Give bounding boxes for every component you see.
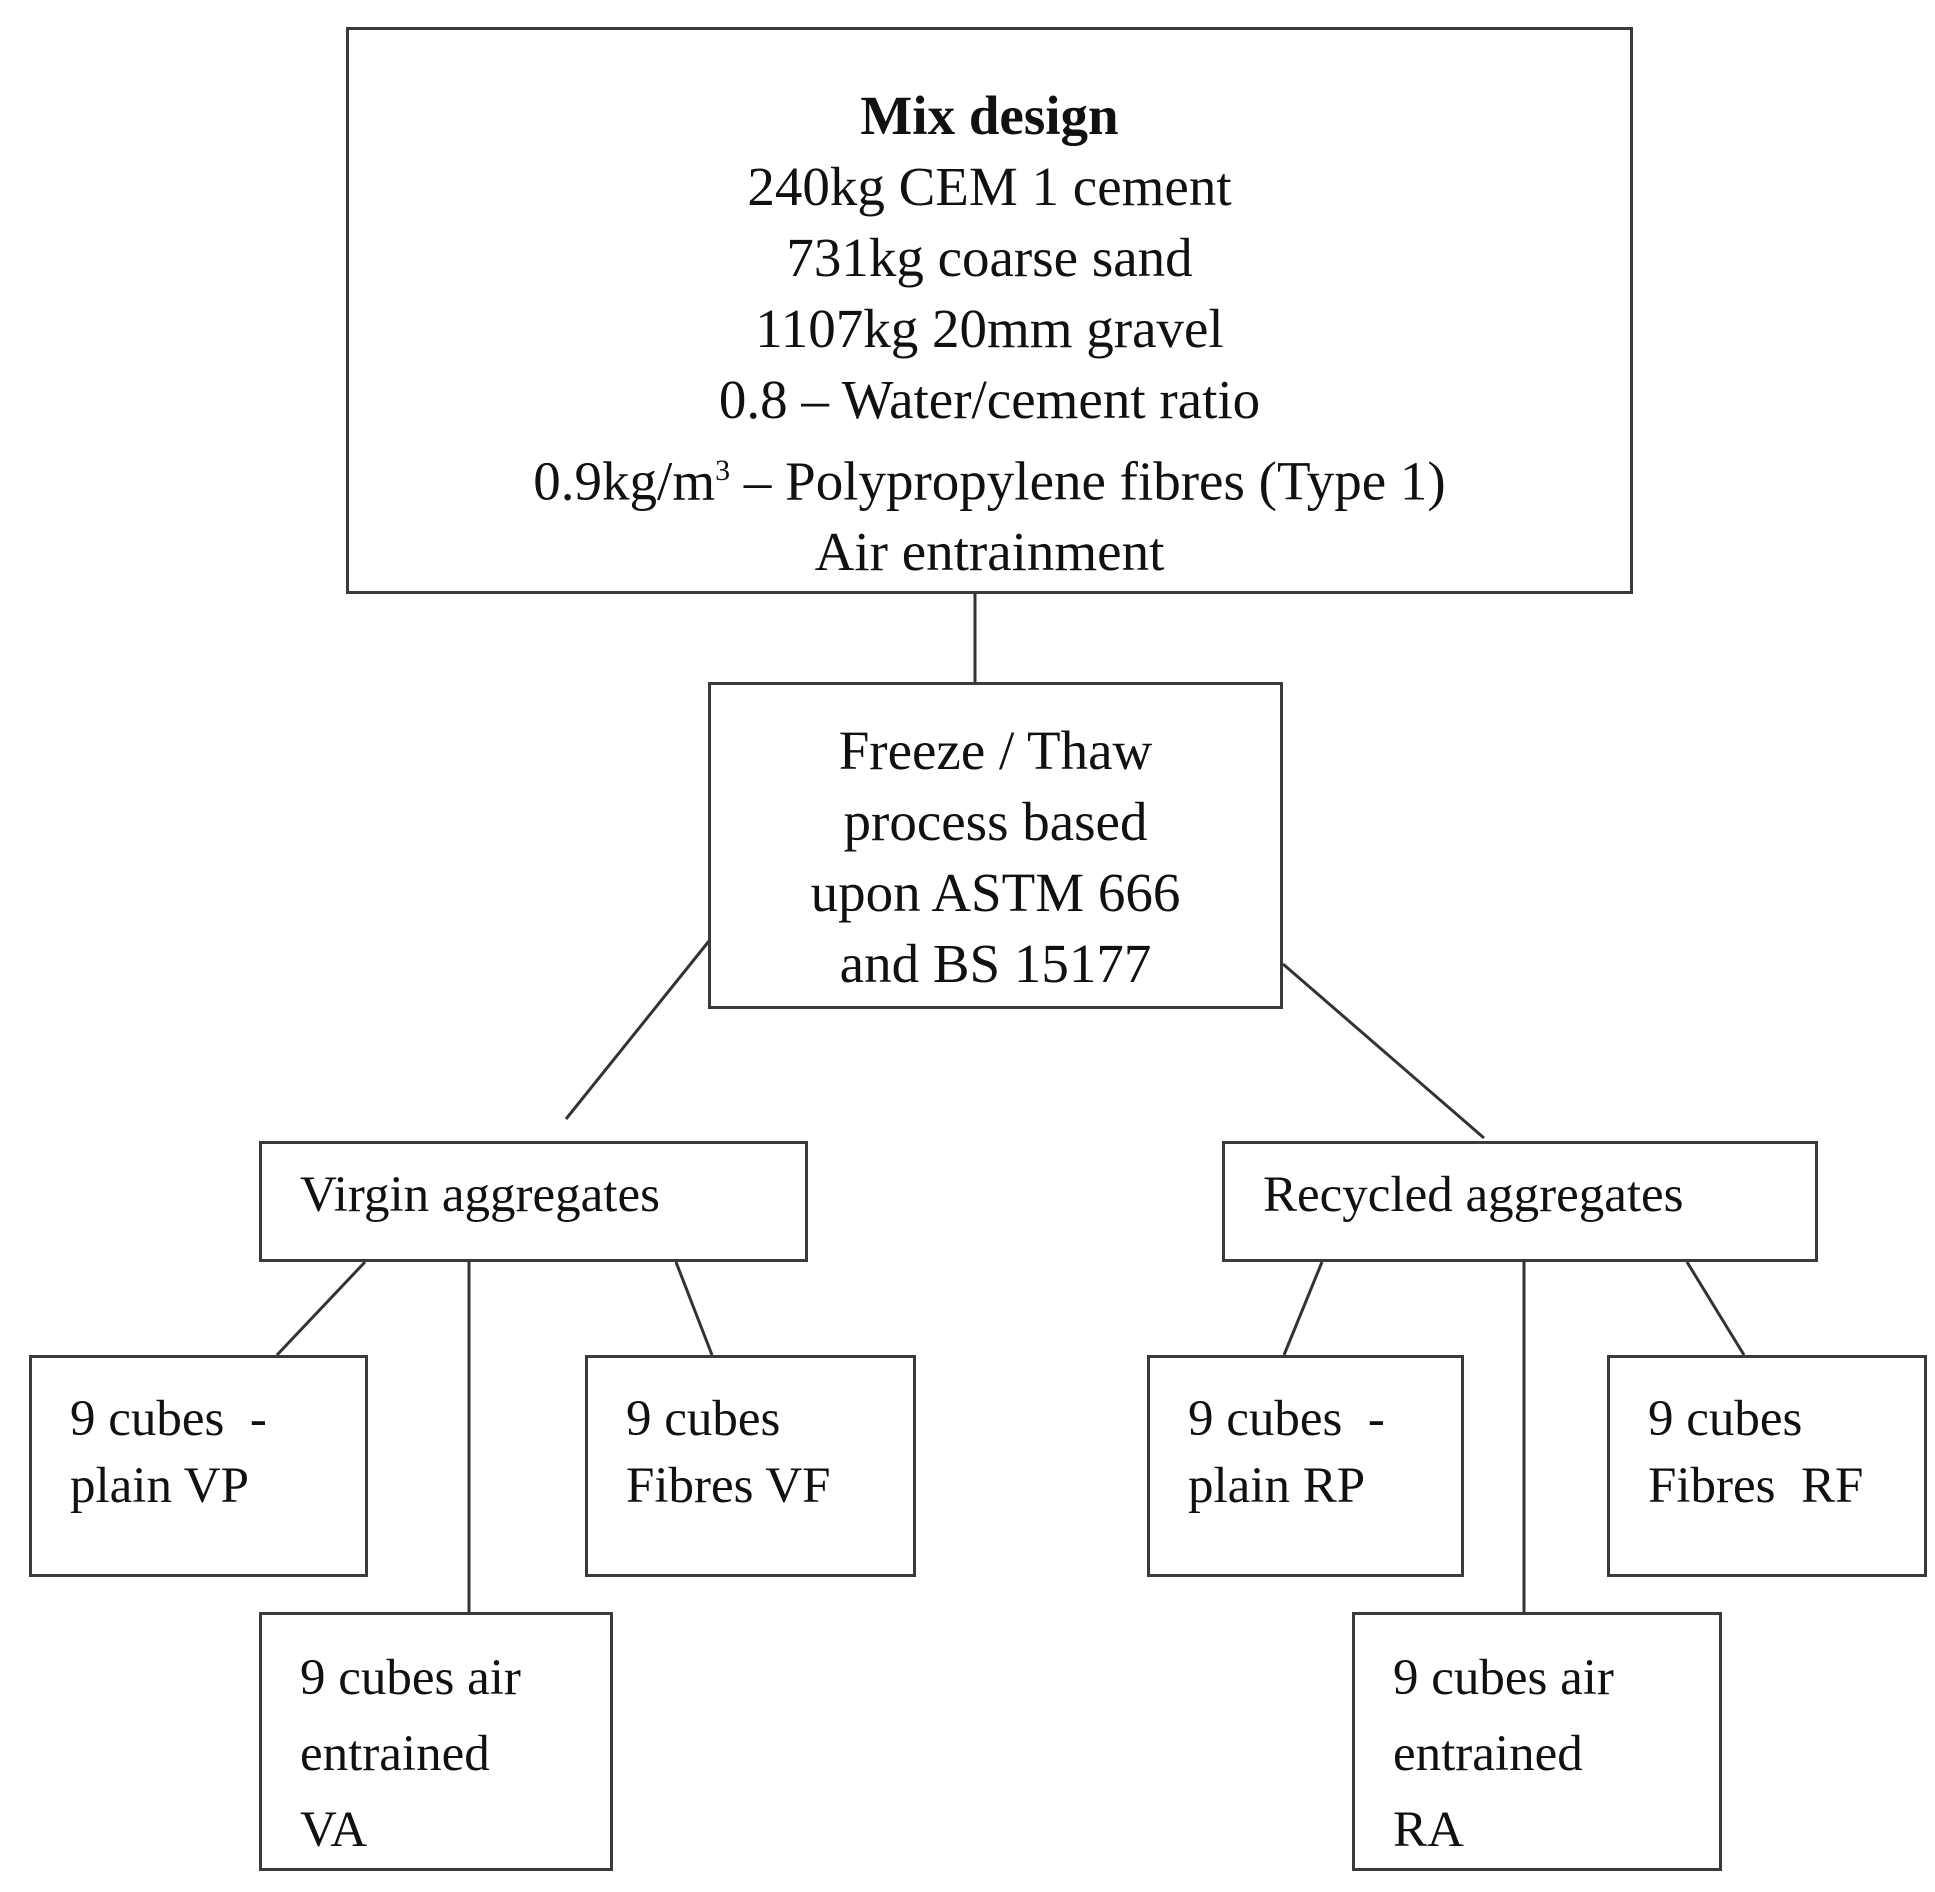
- connector-recycled-to-rf: [1685, 1261, 1746, 1356]
- connector-freeze-to-virgin: [564, 940, 711, 1120]
- recycled-air-line-1: 9 cubes air: [1393, 1650, 1614, 1706]
- recycled-plain-line-2: plain RP: [1188, 1458, 1366, 1514]
- mix-design-title: Mix design: [860, 85, 1119, 146]
- mix-design-box: Mix design 240kg CEM 1 cement 731kg coar…: [346, 27, 1633, 594]
- recycled-aggregates-label: Recycled aggregates: [1263, 1167, 1684, 1223]
- recycled-fibres-box: 9 cubes Fibres RF: [1607, 1355, 1927, 1577]
- recycled-fibres-line-2: Fibres RF: [1648, 1458, 1864, 1514]
- virgin-aggregates-box: Virgin aggregates: [259, 1141, 808, 1262]
- recycled-plain-box: 9 cubes - plain RP: [1147, 1355, 1464, 1577]
- virgin-fibres-line-2: Fibres VF: [626, 1458, 831, 1514]
- mix-design-air-entrainment: Air entrainment: [814, 521, 1165, 583]
- recycled-air-line-2: entrained: [1393, 1726, 1583, 1782]
- virgin-air-line-1: 9 cubes air: [300, 1650, 521, 1706]
- freeze-thaw-line-4: and BS 15177: [839, 933, 1152, 994]
- mix-design-gravel: 1107kg 20mm gravel: [755, 298, 1224, 359]
- virgin-air-line-2: entrained: [300, 1726, 490, 1782]
- virgin-plain-box: 9 cubes - plain VP: [29, 1355, 368, 1577]
- virgin-air-entrained-box: 9 cubes air entrained VA: [259, 1612, 613, 1871]
- freeze-thaw-line-2: process based: [843, 791, 1148, 852]
- mix-design-water-cement-ratio: 0.8 – Water/cement ratio: [718, 369, 1261, 430]
- freeze-thaw-line-1: Freeze / Thaw: [838, 720, 1153, 781]
- recycled-aggregates-box: Recycled aggregates: [1222, 1141, 1818, 1262]
- freeze-thaw-box: Freeze / Thaw process based upon ASTM 66…: [708, 682, 1283, 1009]
- fibres-dosage-suffix: – Polypropylene fibres (Type 1): [730, 450, 1446, 512]
- virgin-plain-line-2: plain VP: [70, 1458, 249, 1514]
- connector-virgin-to-vp: [275, 1260, 367, 1357]
- mix-design-sand: 731kg coarse sand: [786, 227, 1193, 288]
- connector-freeze-to-recycled: [1282, 962, 1485, 1140]
- recycled-plain-line-1: 9 cubes -: [1188, 1391, 1385, 1447]
- recycled-air-entrained-box: 9 cubes air entrained RA: [1352, 1612, 1722, 1871]
- freeze-thaw-line-3: upon ASTM 666: [810, 862, 1181, 923]
- virgin-plain-line-1: 9 cubes -: [70, 1391, 267, 1447]
- fibres-dosage-prefix: 0.9kg/m: [533, 450, 716, 512]
- mix-design-cement: 240kg CEM 1 cement: [747, 156, 1232, 217]
- connector-recycled-to-rp: [1282, 1261, 1324, 1356]
- virgin-air-line-3: VA: [300, 1802, 368, 1858]
- recycled-air-line-3: RA: [1393, 1802, 1464, 1858]
- virgin-aggregates-label: Virgin aggregates: [300, 1167, 660, 1223]
- recycled-fibres-line-1: 9 cubes: [1648, 1391, 1803, 1447]
- virgin-fibres-box: 9 cubes Fibres VF: [585, 1355, 916, 1577]
- connector-virgin-to-vf: [674, 1261, 714, 1356]
- fibres-dosage-superscript: 3: [715, 454, 731, 487]
- mix-design-fibres: 0.9kg/m3 – Polypropylene fibres (Type 1): [349, 435, 1630, 516]
- virgin-fibres-line-1: 9 cubes: [626, 1391, 781, 1447]
